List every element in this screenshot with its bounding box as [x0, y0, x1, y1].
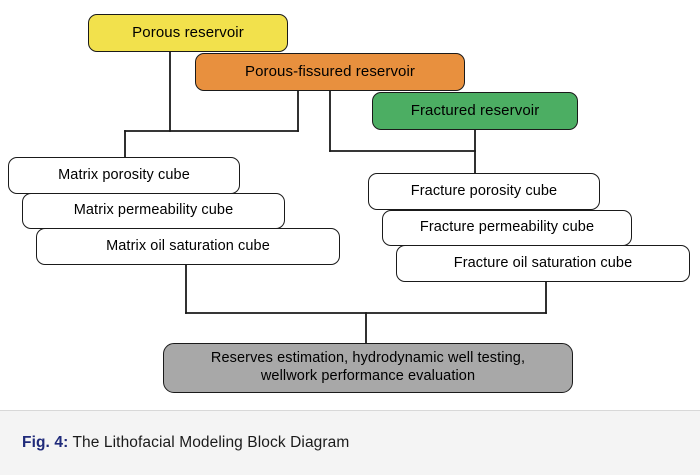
figure-caption-title: The Lithofacial Modeling Block Diagram [72, 434, 350, 451]
figure-caption-label: Fig. 4: [22, 434, 69, 451]
node-summary-outcomes-text: Reserves estimation, hydrodynamic well t… [211, 350, 525, 385]
node-matrix-permeability-cube[interactable]: Matrix permeability cube [22, 193, 285, 229]
node-summary-line-1: Reserves estimation, hydrodynamic well t… [210, 350, 526, 367]
node-matrix-oil-saturation-cube-label: Matrix oil saturation cube [106, 237, 270, 254]
node-porous-reservoir[interactable]: Porous reservoir [88, 14, 288, 52]
node-fracture-porosity-cube-label: Fracture porosity cube [410, 182, 558, 199]
node-matrix-permeability-cube-label: Matrix permeability cube [73, 202, 234, 219]
node-porous-fissured-reservoir[interactable]: Porous-fissured reservoir [195, 53, 465, 91]
connector-lines [124, 51, 547, 344]
figure-caption-bar: Fig. 4: The Lithofacial Modeling Block D… [0, 410, 700, 475]
node-matrix-porosity-cube[interactable]: Matrix porosity cube [8, 157, 240, 194]
node-matrix-porosity-cube-label: Matrix porosity cube [58, 166, 190, 183]
node-porous-reservoir-label: Porous reservoir [132, 23, 244, 41]
node-fracture-permeability-cube-label: Fracture permeability cube [419, 219, 595, 236]
node-fracture-oil-saturation-cube-label: Fracture oil saturation cube [453, 254, 633, 271]
node-fracture-permeability-cube[interactable]: Fracture permeability cube [382, 210, 632, 246]
node-fracture-porosity-cube[interactable]: Fracture porosity cube [368, 173, 600, 210]
node-fractured-reservoir-label: Fractured reservoir [410, 101, 540, 119]
node-summary-line-2: wellwork performance evaluation [260, 368, 476, 384]
node-summary-outcomes[interactable]: Reserves estimation, hydrodynamic well t… [163, 343, 573, 393]
block-diagram: Porous reservoir Porous-fissured reservo… [8, 14, 690, 393]
node-matrix-oil-saturation-cube[interactable]: Matrix oil saturation cube [36, 228, 340, 265]
figure-caption: Fig. 4: The Lithofacial Modeling Block D… [0, 434, 349, 452]
node-fractured-reservoir[interactable]: Fractured reservoir [372, 92, 578, 130]
node-fracture-oil-saturation-cube[interactable]: Fracture oil saturation cube [396, 245, 690, 282]
node-porous-fissured-reservoir-label: Porous-fissured reservoir [244, 62, 416, 80]
